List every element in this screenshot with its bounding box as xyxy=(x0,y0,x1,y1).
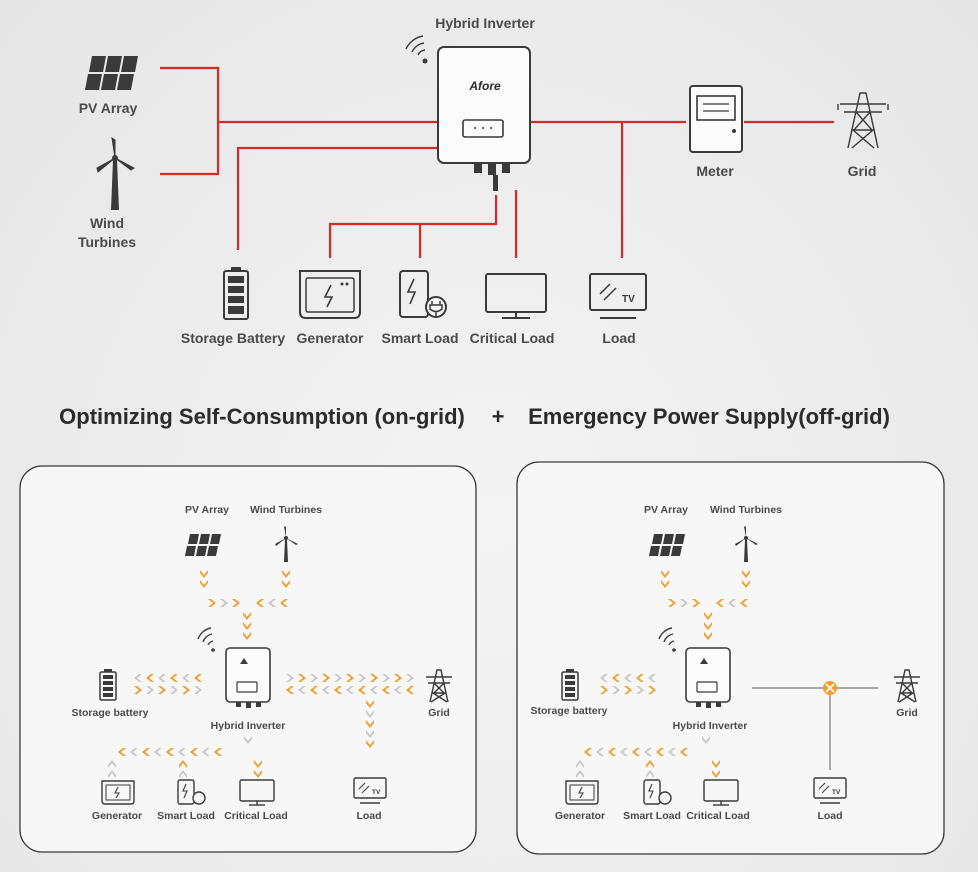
off-grid-inverter-label: Hybrid Inverter xyxy=(673,720,748,732)
on-grid-grid-label: Grid xyxy=(428,707,450,719)
off-grid-pv-label: PV Array xyxy=(644,504,688,516)
on-grid-battery-icon xyxy=(99,669,117,701)
on-grid-tv-text: TV xyxy=(372,789,381,796)
load-label-load: Load xyxy=(602,330,635,346)
off-grid-smart-load-icon xyxy=(643,779,672,805)
meter-icon xyxy=(689,85,743,153)
on-grid-smart-label: Smart Load xyxy=(157,810,215,822)
top-wires xyxy=(160,66,834,258)
off-grid-smart-label: Smart Load xyxy=(623,810,681,822)
heading-plus: + xyxy=(492,404,505,429)
inverter-icon xyxy=(437,46,531,191)
on-grid-critical-load-icon xyxy=(239,779,275,806)
on-grid-load-label: Load xyxy=(356,810,381,822)
on-grid-generator-label: Generator xyxy=(92,810,142,822)
off-grid-pv-icon xyxy=(649,534,685,556)
on-grid-inverter-icon xyxy=(225,647,271,708)
inverter-label: Hybrid Inverter xyxy=(435,15,535,31)
off-grid-grid-line xyxy=(752,681,878,770)
off-grid-wifi-icon xyxy=(658,627,676,652)
on-grid-wifi-icon xyxy=(197,627,215,652)
on-grid-inverter-label: Hybrid Inverter xyxy=(211,720,286,732)
smart-load-icon xyxy=(399,270,447,318)
off-grid-generator-label: Generator xyxy=(555,810,605,822)
generator-icon xyxy=(299,270,361,319)
off-grid-tv-text: TV xyxy=(832,789,841,796)
load-label-generator: Generator xyxy=(297,330,364,346)
grid-label: Grid xyxy=(848,163,877,179)
inverter-brand: Afore xyxy=(468,79,501,93)
grid-tower-icon xyxy=(837,92,889,149)
wifi-icon xyxy=(405,35,428,64)
load-label-smart: Smart Load xyxy=(381,330,458,346)
off-grid-battery-icon xyxy=(561,669,579,701)
off-grid-critical-label: Critical Load xyxy=(686,810,750,822)
off-grid-load-label: Load xyxy=(817,810,842,822)
off-grid-grid-label: Grid xyxy=(896,707,918,719)
on-grid-critical-label: Critical Load xyxy=(224,810,288,822)
off-grid-tv-icon xyxy=(813,777,847,804)
load-label-critical: Critical Load xyxy=(470,330,555,346)
off-grid-critical-load-icon xyxy=(703,779,739,806)
off-grid-panel: PV Array Wind Turbines xyxy=(516,461,945,855)
off-grid-generator-icon xyxy=(565,780,599,805)
on-grid-pv-icon xyxy=(185,534,221,556)
meter-label: Meter xyxy=(696,163,734,179)
wind-turbine-icon xyxy=(96,136,135,210)
on-grid-generator-icon xyxy=(101,780,135,805)
pv-array-icon xyxy=(85,56,138,90)
pv-array-label: PV Array xyxy=(79,100,138,116)
on-grid-tv-icon xyxy=(353,777,387,804)
on-grid-wind-label: Wind Turbines xyxy=(250,504,322,516)
on-grid-battery-label: Storage battery xyxy=(71,707,148,719)
on-grid-pv-label: PV Array xyxy=(185,504,229,516)
battery-icon xyxy=(223,267,249,320)
critical-load-icon xyxy=(485,273,547,319)
on-grid-smart-load-icon xyxy=(177,779,206,805)
off-grid-inverter-icon xyxy=(685,647,731,708)
load-label-battery: Storage Battery xyxy=(181,330,285,346)
heading-off-grid: Emergency Power Supply(off-grid) xyxy=(528,404,890,429)
on-grid-panel: PV Array Wind Turbines xyxy=(19,465,477,853)
wind-label-line2: Turbines xyxy=(78,234,136,250)
top-diagram: PV Array Wind Turbines Hybrid Inverter xyxy=(78,15,889,346)
off-grid-wind-label: Wind Turbines xyxy=(710,504,782,516)
on-grid-wind-icon xyxy=(275,526,298,562)
off-grid-battery-label: Storage battery xyxy=(530,705,607,717)
on-grid-tower-icon xyxy=(426,669,452,703)
tv-load-icon xyxy=(589,273,647,319)
wind-label-line1: Wind xyxy=(90,215,124,231)
off-grid-tower-icon xyxy=(894,669,920,703)
heading-on-grid: Optimizing Self-Consumption (on-grid) xyxy=(59,404,465,429)
off-grid-wind-icon xyxy=(735,526,758,562)
tv-text: TV xyxy=(622,294,635,305)
